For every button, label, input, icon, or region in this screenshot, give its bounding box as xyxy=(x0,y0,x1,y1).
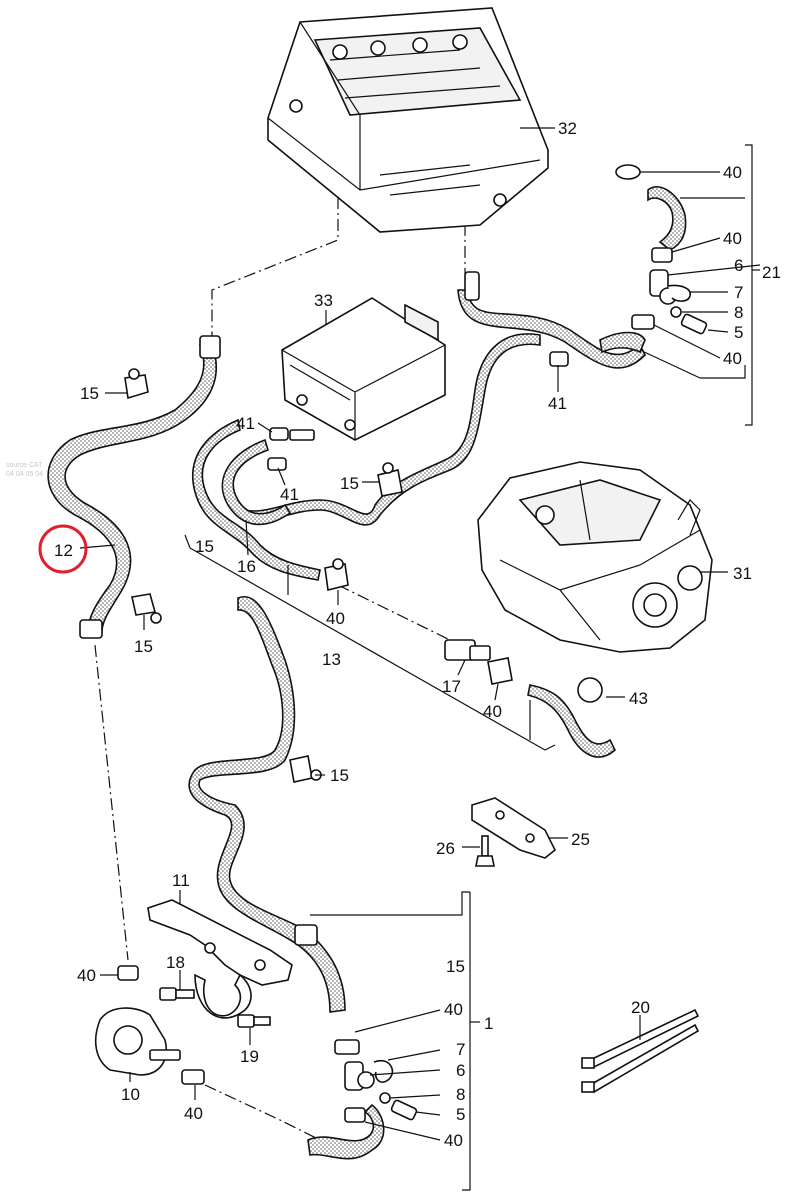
bolt-26 xyxy=(475,835,495,867)
bolts-18-19 xyxy=(159,987,271,1028)
callout-40: 40 xyxy=(444,1000,463,1019)
callout-41: 41 xyxy=(548,394,567,413)
hose-12-end xyxy=(79,619,103,639)
callout-15: 15 xyxy=(446,957,465,976)
callout-6: 6 xyxy=(456,1061,465,1080)
coolant-hose-21 xyxy=(457,289,646,369)
callout-31: 31 xyxy=(733,564,752,583)
callout-10: 10 xyxy=(121,1085,140,1104)
callout-8: 8 xyxy=(456,1085,465,1104)
watermark-line-2: 04 04 05 04 xyxy=(6,471,43,478)
callout-40: 40 xyxy=(444,1131,463,1150)
callout-6: 6 xyxy=(734,256,743,275)
callout-25: 25 xyxy=(571,830,590,849)
leader-lines xyxy=(79,127,761,1191)
callout-43: 43 xyxy=(629,689,648,708)
callout-41: 41 xyxy=(280,485,299,504)
clips-41 xyxy=(267,271,569,471)
callout-7: 7 xyxy=(734,283,743,302)
callout-15: 15 xyxy=(330,766,349,785)
callout-40: 40 xyxy=(483,702,502,721)
callout-40: 40 xyxy=(723,349,742,368)
highlight-circle xyxy=(38,524,88,574)
callout-17: 17 xyxy=(442,677,461,696)
coolant-hose-13 xyxy=(527,684,616,758)
callout-7: 7 xyxy=(456,1040,465,1059)
callout-18: 18 xyxy=(166,953,185,972)
callout-40: 40 xyxy=(77,966,96,985)
hose-15-joint xyxy=(294,924,318,946)
callout-labels: 32 40 40 6 21 7 8 5 40 33 15 41 41 41 15… xyxy=(54,119,781,1150)
callout-5: 5 xyxy=(734,323,743,342)
bracket-11 xyxy=(147,899,293,1019)
callout-5: 5 xyxy=(456,1105,465,1124)
callout-32: 32 xyxy=(558,119,577,138)
callout-19: 19 xyxy=(240,1047,259,1066)
callout-8: 8 xyxy=(734,303,743,322)
callout-33: 33 xyxy=(314,291,333,310)
callout-13: 13 xyxy=(322,650,341,669)
coolant-hose-bottom xyxy=(307,1103,385,1160)
callout-1: 1 xyxy=(484,1014,493,1033)
callout-26: 26 xyxy=(436,839,455,858)
callout-21: 21 xyxy=(762,263,781,282)
callout-40: 40 xyxy=(326,609,345,628)
callout-20: 20 xyxy=(631,998,650,1017)
connector-group-21 xyxy=(599,164,708,354)
bracket-25 xyxy=(471,797,557,859)
callout-12: 12 xyxy=(54,541,73,560)
callout-15: 15 xyxy=(340,474,359,493)
junction-box-33 xyxy=(281,297,446,441)
watermark-line-1: source CAT xyxy=(6,462,43,469)
gearbox-31 xyxy=(477,461,713,653)
callout-41: 41 xyxy=(236,414,255,433)
coolant-hose-16 xyxy=(192,418,321,581)
callout-16: 16 xyxy=(237,557,256,576)
control-unit-housing-32 xyxy=(267,7,549,233)
connector-group-1 xyxy=(334,1039,418,1123)
callout-15: 15 xyxy=(195,537,214,556)
coolant-hose-15 xyxy=(188,595,346,1013)
hose-12-fitting xyxy=(199,335,221,359)
pump-10 xyxy=(94,965,205,1085)
callout-11: 11 xyxy=(172,871,190,890)
callout-40: 40 xyxy=(184,1104,203,1123)
coolant-hose-16b xyxy=(221,438,292,526)
callout-40: 40 xyxy=(723,163,742,182)
cable-ties-20 xyxy=(581,1008,700,1094)
callout-40: 40 xyxy=(723,229,742,248)
callout-15: 15 xyxy=(134,637,153,656)
callout-15: 15 xyxy=(80,384,99,403)
